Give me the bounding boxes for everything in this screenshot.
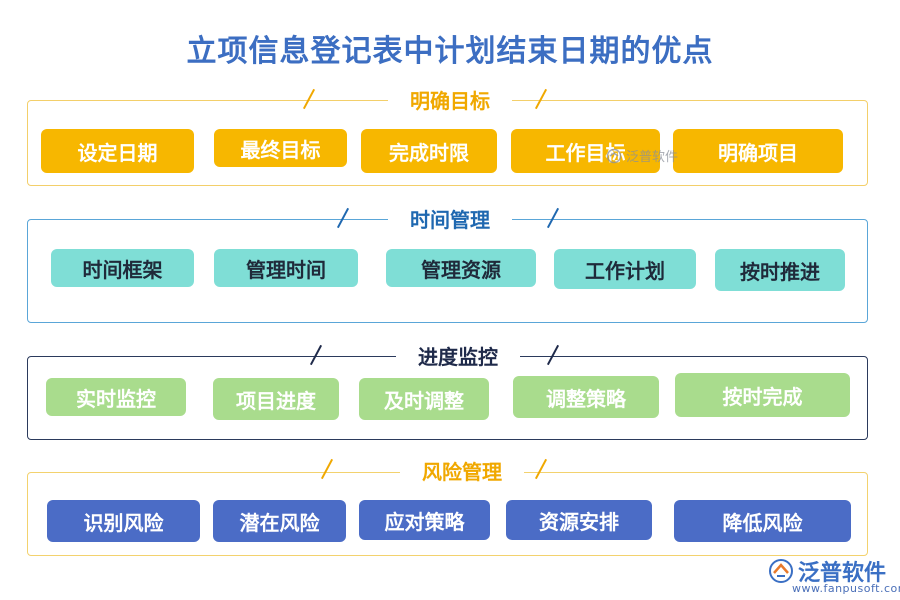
item-box: 调整策略: [513, 376, 659, 418]
item-box: 实时监控: [46, 378, 186, 416]
item-box: 管理资源: [386, 249, 536, 287]
brand-logo-icon: [769, 559, 793, 583]
item-box: 潜在风险: [213, 500, 346, 542]
watermark-text: 泛普软件: [626, 150, 679, 165]
brand-logo-text: 泛普软件: [798, 561, 887, 586]
section-heading: 明确目标: [388, 85, 512, 114]
item-box: 应对策略: [359, 500, 490, 540]
section-heading: 进度监控: [396, 341, 520, 370]
section-heading: 风险管理: [400, 456, 524, 485]
item-box: 时间框架: [51, 249, 194, 287]
page-title: 立项信息登记表中计划结束日期的优点: [186, 34, 714, 69]
item-box: 资源安排: [506, 500, 652, 540]
brand-logo: 泛普软件: [768, 555, 886, 587]
item-box: 按时推进: [715, 249, 845, 291]
item-box: 项目进度: [213, 378, 339, 420]
item-box: 工作计划: [554, 249, 696, 289]
item-box: 及时调整: [359, 378, 489, 420]
item-box: 工作目标: [511, 129, 660, 173]
section-heading: 时间管理: [388, 204, 512, 233]
item-box: 设定日期: [41, 129, 194, 173]
watermark: 泛普软件: [606, 146, 678, 165]
item-box: 最终目标: [214, 129, 347, 167]
item-box: 按时完成: [675, 373, 850, 417]
item-box: 管理时间: [214, 249, 358, 287]
item-box: 识别风险: [47, 500, 200, 542]
watermark-logo-icon: [606, 148, 622, 163]
item-box: 降低风险: [674, 500, 851, 542]
item-box: 完成时限: [361, 129, 497, 173]
brand-url: www.fanpusoft.com: [792, 582, 900, 595]
item-box: 明确项目: [673, 129, 843, 173]
